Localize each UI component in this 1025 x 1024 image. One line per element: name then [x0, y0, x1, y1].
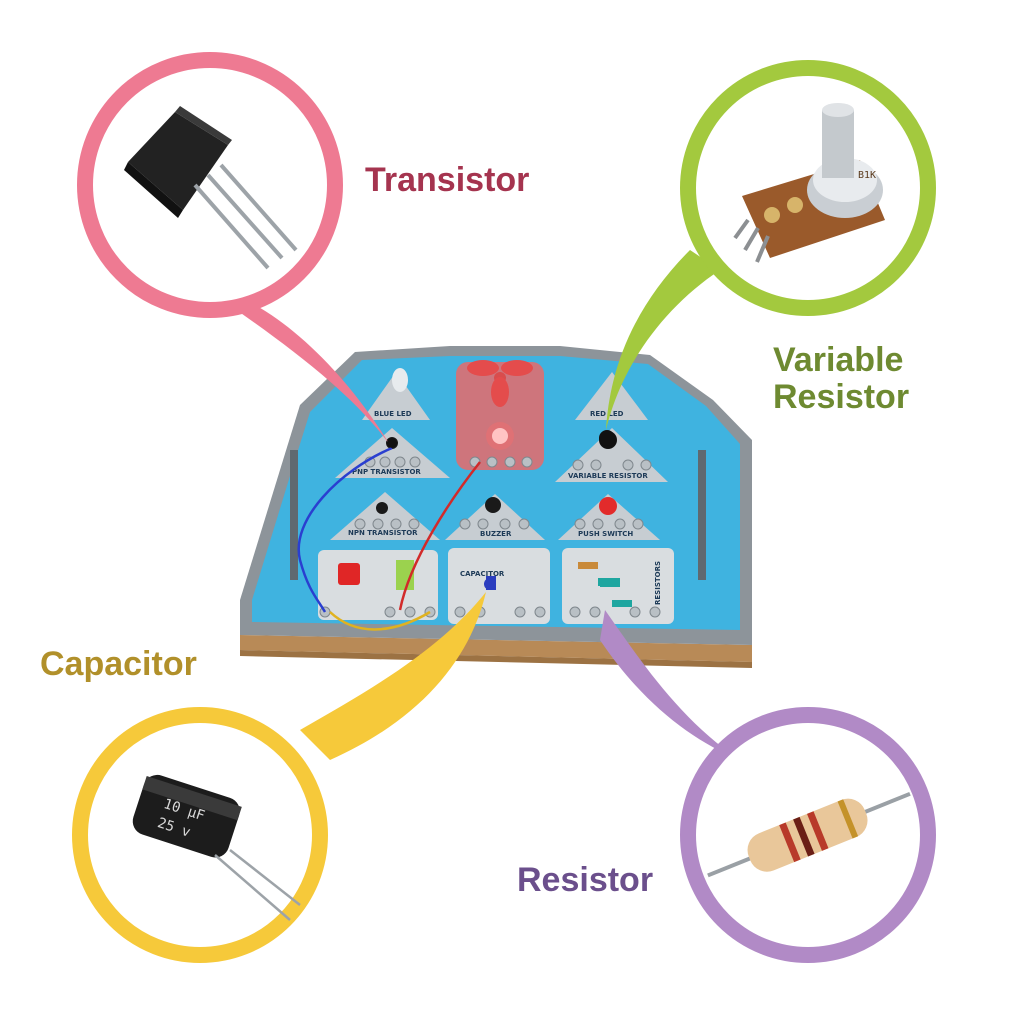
- transistor-callout: [77, 52, 390, 445]
- silkscreen-red-led: RED LED: [590, 410, 624, 418]
- variable-resistor-label: Variable Resistor: [773, 341, 910, 417]
- side-rail-right: [698, 450, 706, 580]
- wire-red: [398, 461, 481, 611]
- fan-module: [456, 360, 544, 470]
- potentiometer-marking: B1K: [858, 170, 876, 181]
- silkscreen-capacitor: CAPACITOR: [460, 570, 505, 578]
- resistor-component: [707, 791, 911, 878]
- variable-resistor-label-line1: Variable: [773, 341, 904, 379]
- wire-yellow: [329, 610, 431, 631]
- resistor-callout: [600, 610, 936, 963]
- battery-panel: [318, 550, 438, 620]
- silkscreen-buzzer: BUZZER: [480, 530, 512, 538]
- varres-pointer-dot: [599, 430, 615, 446]
- module-blue-led: BLUE LED: [362, 368, 430, 420]
- spring-terminals: [319, 456, 661, 618]
- silkscreen-pnp-transistor: PNP TRANSISTOR: [352, 468, 421, 476]
- potentiometer-component: B1K: [733, 103, 885, 263]
- capacitor-callout: 10 µF 25 v: [72, 592, 486, 963]
- transistor-component: [124, 106, 298, 270]
- silkscreen-blue-led: BLUE LED: [374, 410, 412, 418]
- module-buzzer: BUZZER: [445, 494, 545, 540]
- resistor-label: Resistor: [517, 861, 654, 899]
- variable-resistor-callout: B1K: [606, 60, 936, 430]
- module-push-switch: PUSH SWITCH: [558, 494, 660, 540]
- transistor-pointer-dot: [387, 438, 397, 448]
- wire-blue: [297, 446, 393, 613]
- silkscreen-variable-resistor: VARIABLE RESISTOR: [568, 472, 648, 480]
- silkscreen-npn-transistor: NPN TRANSISTOR: [348, 529, 418, 537]
- transistor-label: Transistor: [365, 161, 530, 199]
- capacitor-component: 10 µF 25 v: [132, 774, 301, 921]
- capacitor-label: Capacitor: [40, 645, 197, 683]
- circuit-board: BLUE LED PNP TRANSISTOR NPN TRANSISTOR R…: [240, 346, 752, 668]
- silkscreen-push-switch: PUSH SWITCH: [578, 530, 633, 538]
- resistor-pointer-dot: [598, 578, 620, 586]
- silkscreen-resistors: RESISTORS: [654, 561, 662, 605]
- side-rail-left: [290, 450, 298, 580]
- capacitor-pointer-dot: [484, 578, 496, 590]
- variable-resistor-label-line2: Resistor: [773, 378, 910, 417]
